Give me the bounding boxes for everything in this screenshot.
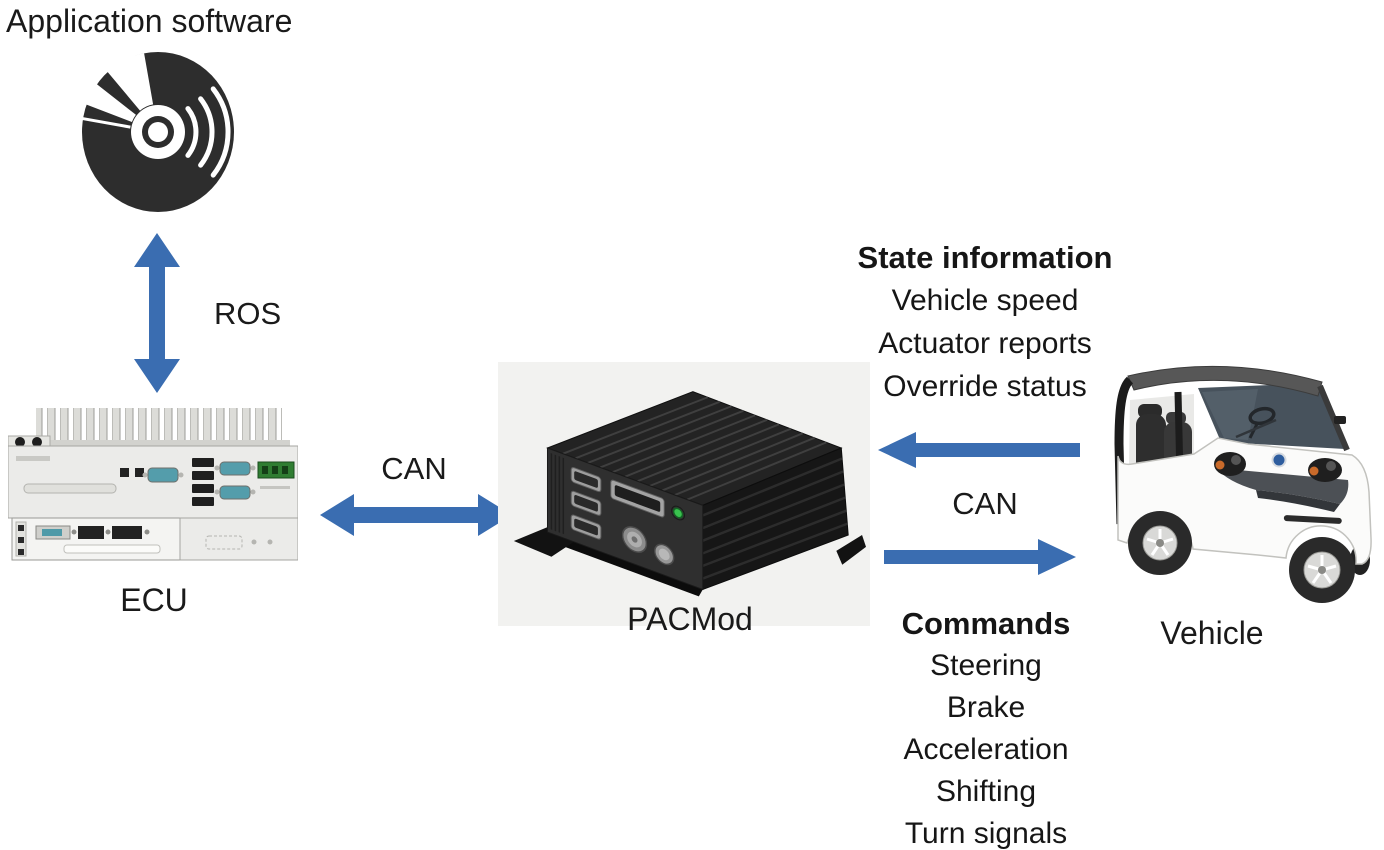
ecu-label: ECU	[120, 582, 188, 618]
commands-item: Acceleration	[903, 733, 1069, 766]
ecu-image	[8, 408, 298, 561]
state-information-item: Override status	[883, 370, 1087, 403]
vehicle-image	[1114, 365, 1372, 603]
commands-arrow	[884, 539, 1076, 575]
state-information-title: State information	[857, 240, 1113, 275]
commands-item: Turn signals	[904, 817, 1068, 850]
can-pacmod-vehicle-label: CAN	[952, 486, 1018, 521]
commands-item: Brake	[946, 691, 1026, 724]
commands-block: Commands Steering Brake Acceleration Shi…	[836, 603, 1136, 850]
ros-arrow	[134, 233, 180, 393]
commands-title: Commands	[901, 606, 1071, 641]
commands-item: Shifting	[935, 775, 1037, 808]
commands-item: Steering	[930, 649, 1042, 682]
can-ecu-pacmod-arrow	[320, 494, 512, 536]
state-information-item: Actuator reports	[878, 327, 1092, 360]
state-info-arrow	[878, 432, 1080, 468]
can-ecu-pacmod-label: CAN	[381, 451, 447, 486]
vehicle-label: Vehicle	[1160, 615, 1264, 651]
application-software-label: Application software	[6, 3, 293, 39]
pacmod-label: PACMod	[627, 601, 753, 637]
state-information-item: Vehicle speed	[891, 284, 1079, 317]
cd-disc-icon	[80, 52, 234, 212]
pacmod-image	[513, 391, 866, 597]
state-information-block: State information Vehicle speed Actuator…	[834, 236, 1136, 408]
ros-link-label: ROS	[214, 296, 282, 331]
